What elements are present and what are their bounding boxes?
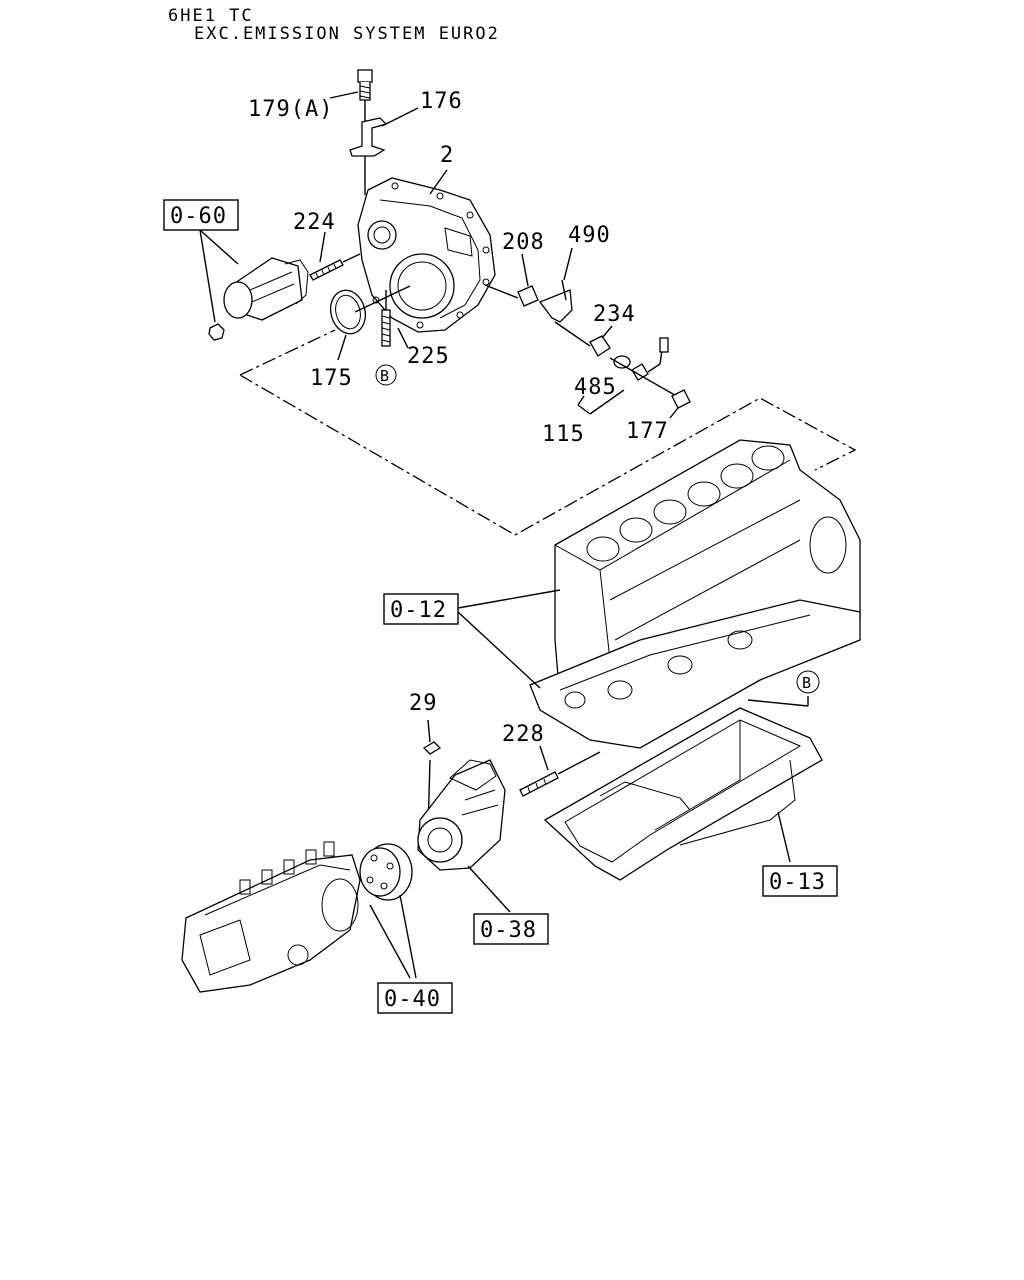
label-208: 208 [502,230,545,255]
ref-box-0-60 [163,199,239,231]
ref-box-0-40 [377,982,453,1014]
ref-box-0-13 [762,865,838,897]
label-177: 177 [626,419,669,444]
ref-box-0-12 [383,593,459,625]
part-stud-228 [519,751,601,797]
ref-box-0-38 [473,913,549,945]
part-bolt-177 [671,389,691,409]
ref-circle-b-lower [796,670,820,694]
part-coupling [359,843,413,901]
ref-0-40: 0-40 [384,987,441,1012]
label-2: 2 [440,143,454,168]
part-housing-2 [357,177,496,333]
label-490: 490 [568,223,611,248]
ref-0-38: 0-38 [480,918,537,943]
label-228: 228 [502,722,545,747]
part-starter-motor [223,257,309,321]
ref-0-12: 0-12 [390,598,447,623]
label-b-upper: B [380,367,389,385]
part-air-compressor [417,759,506,871]
part-washer-485 [613,355,631,369]
label-175: 175 [310,366,353,391]
ref-0-13: 0-13 [769,870,826,895]
part-oil-pan [543,707,823,881]
label-176: 176 [420,89,463,114]
part-sensor-115 [631,337,669,381]
assembly-boundary-dashed [239,329,857,536]
part-injection-pump [181,841,361,993]
ref-0-60: 0-60 [170,204,227,229]
label-115: 115 [542,422,585,447]
header-line-2: EXC.EMISSION SYSTEM EURO2 [194,24,500,44]
label-b-lower: B [802,674,811,692]
part-stud-225 [381,290,391,347]
part-bracket-176 [349,117,388,157]
ref-circle-b-upper [375,364,397,386]
label-234: 234 [593,302,636,327]
label-29: 29 [409,691,438,716]
part-ladder-frame [529,599,861,749]
label-485: 485 [574,375,617,400]
header-line-1: 6HE1 TC [168,6,254,26]
part-bolt-179a [357,69,373,195]
part-nut [208,323,225,341]
part-bracket-490 [538,279,573,323]
part-bolt-234 [554,321,611,357]
label-225: 225 [407,344,450,369]
part-oil-seal-175 [329,289,367,335]
part-stud-224 [309,253,361,281]
part-key-29 [422,741,442,755]
part-plug-208 [484,284,539,307]
label-179a: 179(A) [248,97,333,122]
label-224: 224 [293,210,336,235]
